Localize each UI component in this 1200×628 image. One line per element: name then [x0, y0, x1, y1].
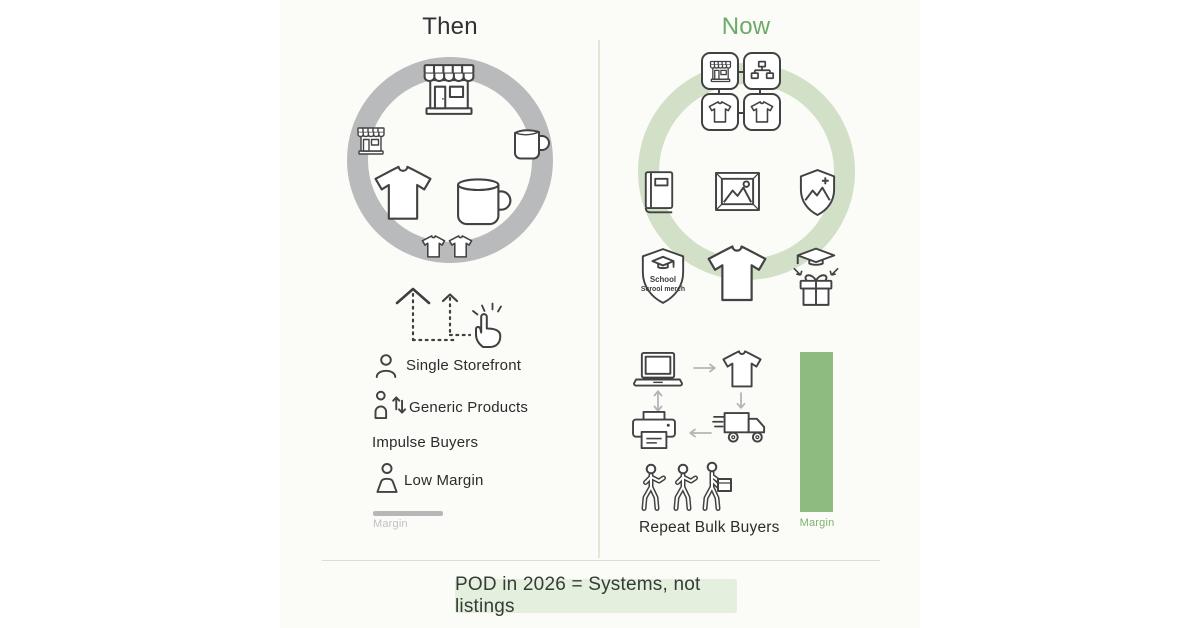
tshirt-grid-icon [708, 101, 732, 123]
click-hand-icon [472, 302, 502, 348]
then-margin-label: Margin [373, 518, 408, 530]
now-title: Now [721, 13, 771, 40]
school-merch-shield-icon: School Scrool merch [641, 248, 685, 304]
orgchart-icon [750, 60, 775, 80]
buyer-with-box-icon [702, 461, 732, 511]
printer-icon [632, 410, 676, 450]
footer-divider [322, 560, 880, 561]
then-row-label: Low Margin [404, 472, 484, 489]
graduation-gift-icon [793, 247, 839, 306]
then-title: Then [422, 13, 478, 40]
arrow-down-icon [736, 392, 746, 409]
now-margin-bar [800, 352, 833, 512]
tshirt-tiny-icon [448, 235, 473, 258]
school-shield-line2: Scrool merch [641, 286, 685, 293]
shield-plus-icon [799, 169, 836, 216]
then-row-label: Generic Products [409, 399, 529, 416]
grid-cell-tshirt [743, 93, 781, 131]
arrow-left-icon [689, 428, 712, 438]
mug-small-icon [514, 129, 550, 160]
book-icon [644, 171, 674, 214]
storefront-small-icon [357, 127, 385, 155]
grid-connector [718, 88, 720, 94]
mug-icon [457, 178, 512, 226]
laptop-icon [633, 351, 683, 387]
grid-connector [738, 112, 743, 114]
then-row-label: Single Storefront [406, 357, 522, 374]
footer-banner: POD in 2026 = Systems, not listings [455, 574, 737, 617]
then-row-label: Impulse Buyers [372, 434, 479, 451]
arrow-updown-icon [653, 390, 663, 412]
storefront-grid-icon [709, 60, 731, 82]
tshirt-tiny-icon [421, 235, 446, 258]
buyer-person-icon [641, 463, 666, 511]
tshirt-flow-icon [722, 350, 762, 388]
arrow-right-icon [693, 363, 716, 373]
now-margin-label: Margin [799, 517, 835, 529]
tshirt-now-icon [707, 245, 767, 302]
grid-connector [759, 88, 761, 94]
buyer-person-icon [673, 463, 698, 511]
column-divider [598, 40, 600, 558]
then-margin-bar [373, 511, 443, 516]
tshirt-grid-icon [750, 101, 774, 123]
school-shield-line1: School [650, 275, 676, 284]
grid-cell-tshirt [701, 93, 739, 131]
storefront-icon [423, 64, 475, 115]
now-buyers-label: Repeat Bulk Buyers [639, 519, 780, 536]
person-updown-icon [374, 390, 407, 419]
grid-cell-orgchart [743, 52, 781, 90]
delivery-truck-icon [712, 412, 766, 443]
tshirt-icon [374, 165, 432, 220]
person-icon [375, 354, 397, 379]
grid-connector [738, 71, 743, 73]
image-frame-icon [715, 171, 760, 212]
person-bust-icon [376, 463, 398, 493]
grid-cell-storefront [701, 52, 739, 90]
growth-arrows-click-icon [395, 287, 502, 348]
